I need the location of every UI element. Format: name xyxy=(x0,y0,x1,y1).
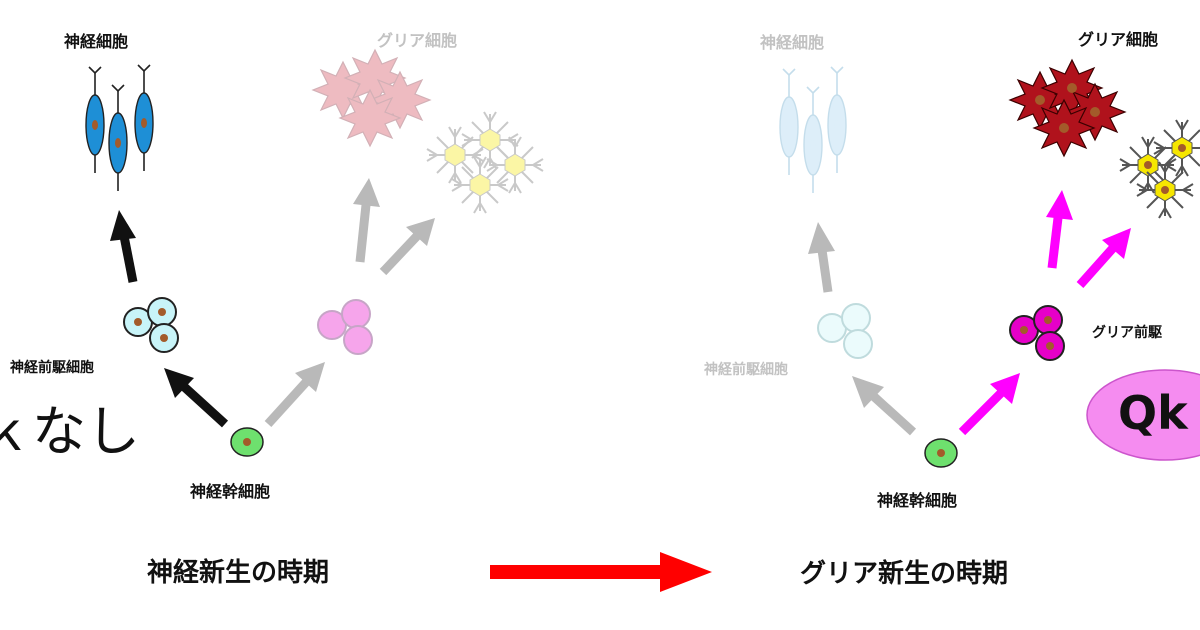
oligodendrocyte-icon xyxy=(1153,119,1200,177)
right-astrocytes xyxy=(1009,59,1126,157)
right-arrows xyxy=(808,190,1131,436)
right-glial-progenitor-label: グリア前駆 xyxy=(1092,325,1162,341)
qk-bubble xyxy=(1086,369,1200,461)
right-oligodendrocytes xyxy=(1119,119,1200,219)
right-glial-progenitor-cluster xyxy=(1009,305,1065,361)
left-cut-text: ｋなし xyxy=(0,400,140,463)
right-stem-label: 神経幹細胞 xyxy=(877,491,958,510)
left-progenitor-label: 神経前駆細胞 xyxy=(10,360,94,376)
progenitor-cell-icon xyxy=(841,303,871,333)
arrow-glial-progenitor-to-astrocyte xyxy=(353,178,380,263)
glial-progenitor-cell-icon xyxy=(343,325,373,355)
arrow-glial-progenitor-to-astrocyte xyxy=(1046,190,1073,269)
right-neural-progenitor-cluster-faded xyxy=(817,303,873,359)
left-neuron-label: 神経細胞 xyxy=(64,32,129,51)
left-glial-progenitor-cluster-faded xyxy=(317,299,373,355)
left-neural-progenitor-cluster xyxy=(123,297,179,353)
qk-text: Qk xyxy=(1118,386,1188,440)
left-oligodendrocytes-faded xyxy=(426,111,544,214)
neuron-cell-icon xyxy=(827,66,847,174)
left-glia-label: グリア細胞 xyxy=(377,31,458,50)
arrow-stem-to-progenitor xyxy=(164,368,229,428)
arrow-stem-to-glial-progenitor xyxy=(958,373,1020,436)
left-period-title: 神経新生の時期 xyxy=(147,558,330,588)
left-stem-label: 神経幹細胞 xyxy=(190,482,271,501)
arrow-glial-progenitor-to-oligodendrocyte xyxy=(379,218,435,276)
period-transition-arrow xyxy=(490,552,712,592)
right-period-title: グリア新生の時期 xyxy=(800,559,1009,589)
left-arrows xyxy=(110,178,435,428)
neuron-cell-icon xyxy=(803,86,823,194)
progenitor-cell-icon xyxy=(843,329,873,359)
right-progenitor-label: 神経前駆細胞 xyxy=(704,362,788,378)
astrocyte-icon xyxy=(339,89,401,147)
left-stem-cell xyxy=(230,427,264,457)
right-neurons-faded xyxy=(779,66,847,194)
arrow-stem-to-glial-progenitor xyxy=(264,362,325,428)
arrow-progenitor-to-neuron xyxy=(110,210,138,283)
left-astrocytes-faded xyxy=(312,49,431,147)
arrow-glial-progenitor-to-oligodendrocyte xyxy=(1076,228,1131,288)
neuron-cell-icon xyxy=(779,68,799,176)
arrow-stem-to-progenitor-faded xyxy=(852,376,917,436)
right-stem-cell xyxy=(924,438,958,468)
arrow-progenitor-to-neuron-faded xyxy=(808,222,835,293)
right-neuron-label: 神経細胞 xyxy=(760,33,825,52)
right-glia-label: グリア細胞 xyxy=(1078,30,1159,49)
glial-progenitor-cell-icon xyxy=(341,299,371,329)
